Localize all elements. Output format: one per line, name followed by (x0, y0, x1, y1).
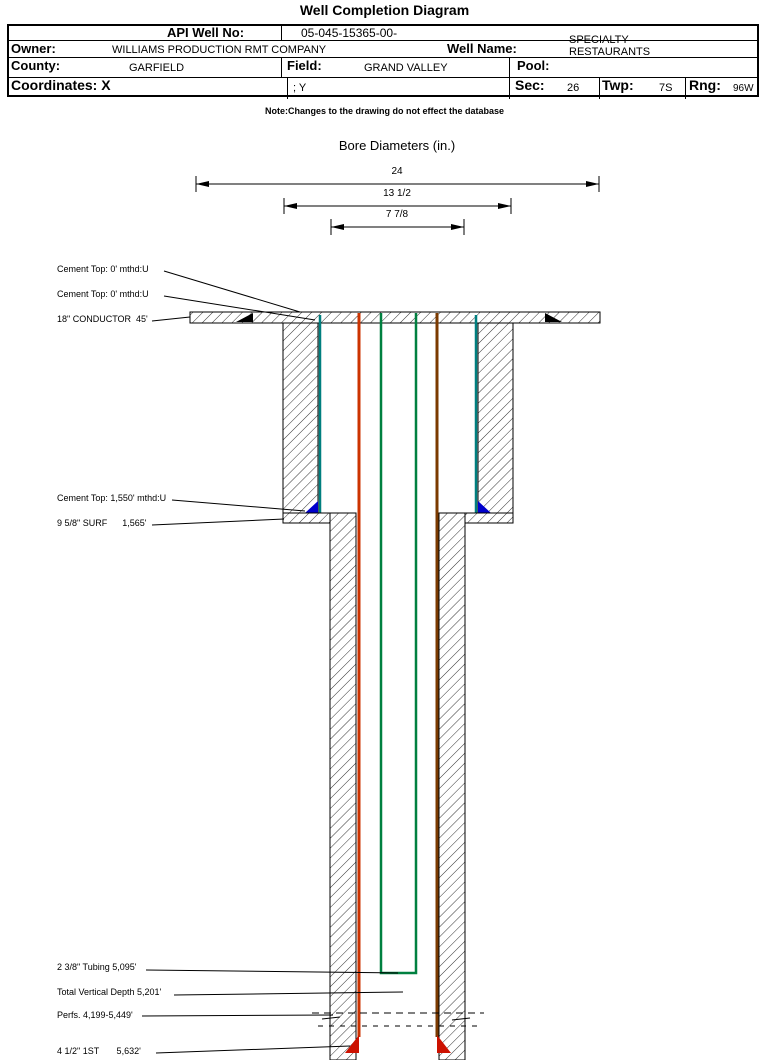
database-note: Note:Changes to the drawing do not effec… (264, 106, 505, 116)
owner-value: WILLIAMS PRODUCTION RMT COMPANY (112, 44, 327, 56)
dim-label-13-1-2: 13 1/2 (380, 188, 414, 199)
dimension-line-24 (195, 176, 600, 192)
annotation-production-casing: 4 1/2" 1ST 5,632' (57, 1046, 141, 1056)
table-row-divider (9, 77, 757, 78)
field-label: Field: (287, 58, 322, 73)
well-name-line1: SPECIALTY (569, 34, 629, 46)
cement-top-1550-marker-left (305, 501, 318, 513)
table-col-divider (281, 26, 282, 40)
page-title: Well Completion Diagram (299, 2, 470, 18)
coordinates-label: Coordinates: X (11, 77, 111, 93)
table-col-divider (599, 77, 600, 99)
leader-lines (141, 270, 404, 1054)
owner-label: Owner: (11, 41, 56, 56)
annotation-tvd: Total Vertical Depth 5,201' (57, 987, 162, 997)
rng-value: 96W (733, 83, 754, 94)
lower-hole-wall-left (329, 512, 357, 1060)
table-col-divider (287, 77, 288, 99)
upper-hole-wall-right (477, 322, 514, 514)
casing-shoe-right (437, 1035, 451, 1053)
annotation-tubing: 2 3/8" Tubing 5,095' (57, 962, 137, 972)
perforation-marks (312, 1012, 484, 1027)
annotation-cement-top-1550: Cement Top: 1,550' mthd:U (57, 493, 167, 503)
twp-label: Twp: (602, 77, 634, 93)
annotation-cement-top-0-a: Cement Top: 0' mthd:U (57, 264, 149, 274)
well-name-label: Well Name: (447, 41, 517, 56)
dim-label-7-7-8: 7 7/8 (382, 209, 412, 220)
table-col-divider (685, 77, 686, 99)
table-col-divider (509, 77, 510, 99)
lower-hole-wall-right (438, 512, 466, 1060)
dimension-line-7-7-8 (330, 219, 465, 235)
api-well-no-label: API Well No: (167, 25, 245, 40)
annotation-conductor: 18" CONDUCTOR 45' (57, 314, 148, 324)
sec-value: 26 (567, 82, 580, 94)
hole-step-right (464, 512, 514, 524)
coordinates-value: ; Y (293, 82, 307, 94)
annotation-perfs: Perfs. 4,199-5,449' (57, 1010, 133, 1020)
well-info-table: API Well No: 05-045-15365-00- Owner: WIL… (7, 24, 759, 99)
cement-top-0-marker-left (236, 313, 253, 322)
casing-shoe-left (345, 1035, 359, 1053)
sec-label: Sec: (515, 77, 545, 93)
table-col-divider (281, 57, 282, 77)
api-well-no-value: 05-045-15365-00- (301, 26, 398, 40)
dimension-line-13-1-2 (283, 198, 512, 214)
rng-label: Rng: (689, 77, 721, 93)
well-name-value: SPECIALTY RESTAURANTS (569, 34, 650, 58)
field-value: GRAND VALLEY (364, 62, 448, 74)
hole-step-left (282, 512, 331, 524)
pool-label: Pool: (517, 58, 550, 73)
well-name-line2: RESTAURANTS (569, 46, 651, 58)
annotation-surface-casing: 9 5/8" SURF 1,565' (57, 518, 147, 528)
cement-top-0-marker-right (545, 313, 562, 322)
table-row-divider (9, 57, 757, 58)
twp-value: 7S (659, 82, 673, 94)
annotation-cement-top-0-b: Cement Top: 0' mthd:U (57, 289, 149, 299)
bore-diameters-title: Bore Diameters (in.) (338, 138, 456, 153)
upper-hole-wall-left (282, 322, 319, 514)
county-value: GARFIELD (129, 62, 185, 74)
county-label: County: (11, 58, 61, 73)
tubing-string (379, 313, 418, 975)
dim-label-24: 24 (388, 166, 406, 177)
table-col-divider (509, 57, 510, 77)
cement-top-1550-marker-right (478, 501, 491, 513)
table-row-divider (9, 40, 757, 41)
